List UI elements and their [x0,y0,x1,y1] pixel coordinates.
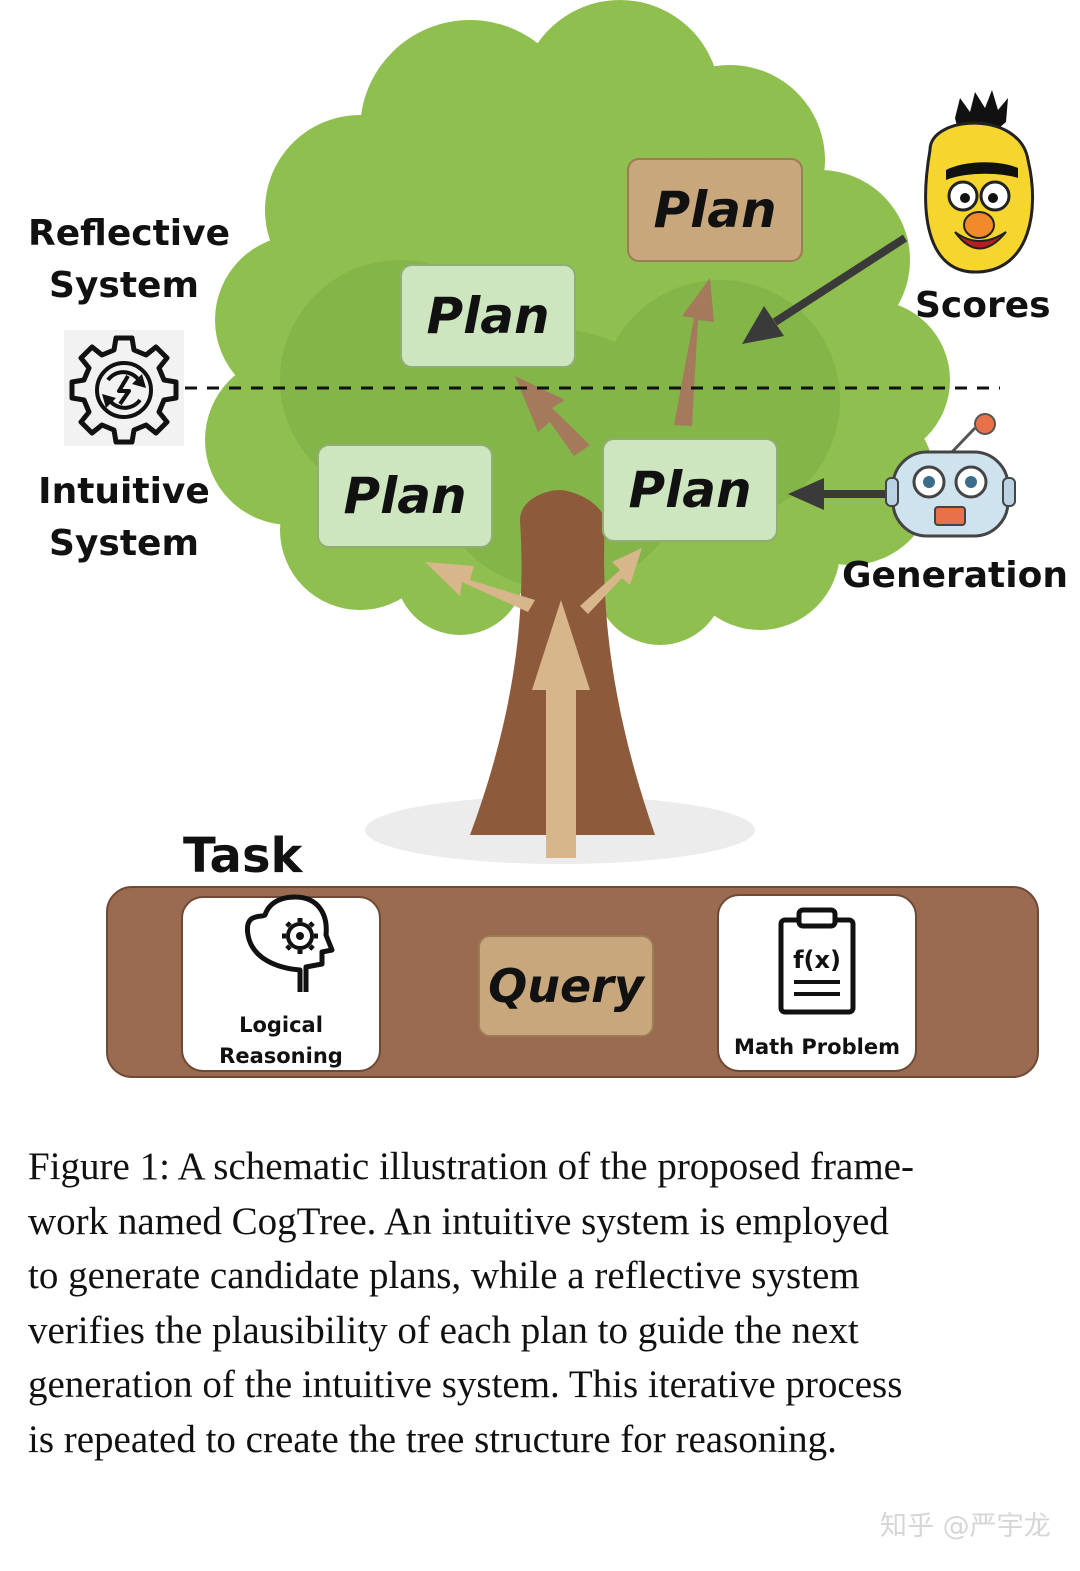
reflective-line2: System [49,265,199,306]
intuitive-line2: System [49,523,199,564]
branch-arrow-right [580,548,642,614]
query-box: Query [478,935,654,1037]
plan-box-top: Plan [627,158,803,262]
scores-arrow-line [772,234,908,326]
head-gear-icon [244,894,335,992]
generation-label: Generation [842,555,1068,596]
reflective-line1: Reflective [28,213,231,254]
arrow-to-top-plan [674,278,714,426]
robot-icon [885,413,1016,538]
character-head-icon [924,90,1035,274]
intuitive-line1: Intuitive [38,471,210,512]
gear-cycle-icon [64,330,184,446]
branch-arrow-left [425,562,535,612]
clipboard-fx-icon: f(x) [778,907,856,1015]
scores-label: Scores [915,285,1051,326]
plan-box-lower-left: Plan [317,444,493,548]
generation-arrowhead [788,478,824,510]
watermark: 知乎 @严宇龙 [880,1511,1051,1542]
intuitive-system-label: Intuitive System [28,466,220,570]
svg-text:f(x): f(x) [793,946,841,974]
scores-arrowhead [742,306,784,344]
card-icons-layer: f(x) [244,894,856,1015]
figure-caption: Figure 1: A schematic illustration of th… [28,1145,914,1461]
task-title: Task [183,828,303,884]
arrow-to-upper-left-plan [515,376,590,456]
plan-box-lower-right: Plan [602,438,778,542]
logical-reasoning-card: Logical Reasoning [181,896,381,1072]
math-problem-label: Math Problem [734,1035,900,1059]
logical-line1: Logical [239,1013,323,1037]
logical-reasoning-label: Logical Reasoning [183,1010,379,1072]
logical-line2: Reasoning [219,1044,343,1068]
trunk-arrow [532,600,590,858]
plan-box-upper-left: Plan [400,264,576,368]
reflective-system-label: Reflective System [28,208,231,312]
